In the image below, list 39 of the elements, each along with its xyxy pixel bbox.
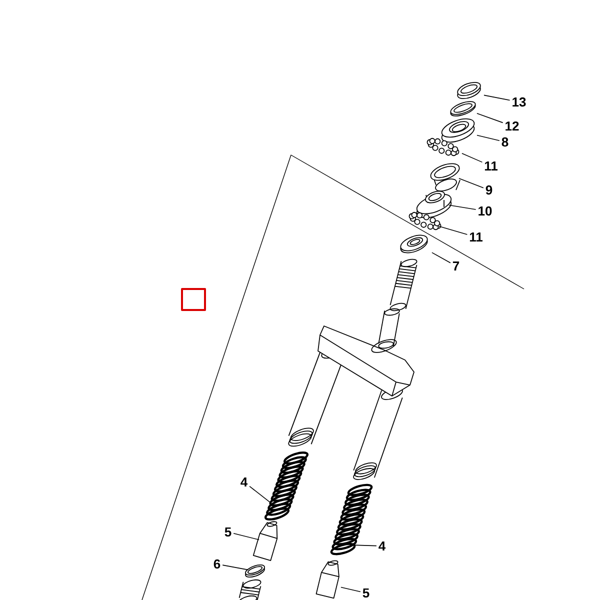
callout-number: 8 (502, 137, 508, 147)
cone-drawing (316, 560, 340, 599)
leader-line (222, 564, 248, 570)
bearing-drawing (400, 234, 428, 254)
callout-number: 5 (224, 527, 232, 537)
spring-drawing (330, 484, 373, 556)
callout-number: 11 (484, 162, 498, 170)
ring-drawing (457, 82, 481, 100)
callout-number: 5 (362, 588, 370, 598)
bearing-cup-drawing (416, 190, 452, 218)
callout-number: 4 (378, 542, 386, 550)
callout-number: 4 (240, 478, 248, 486)
callout-number: 7 (452, 262, 460, 270)
callout-number: 10 (478, 206, 492, 216)
leader-line (340, 586, 361, 592)
callout-number: 6 (214, 559, 220, 569)
callout-number: 9 (486, 185, 492, 195)
leader-line (352, 544, 377, 546)
leader-line (438, 226, 468, 235)
leader-line (432, 252, 451, 264)
leader-line (249, 486, 270, 503)
washer-drawing (450, 101, 476, 116)
callout-number: 13 (512, 97, 526, 107)
leader-line (462, 153, 483, 163)
bearing-cup-drawing (430, 163, 460, 192)
o-ring-drawing (245, 564, 265, 578)
ball-bearings-drawing (426, 138, 460, 156)
callout-number: 11 (470, 232, 483, 242)
ball-bearings-drawing (408, 212, 442, 230)
leader-line (484, 94, 510, 101)
leader-line (476, 112, 504, 124)
callout-number: 12 (506, 121, 519, 131)
leader-line (476, 134, 500, 142)
leader-line (458, 178, 484, 188)
spring-drawing (264, 452, 309, 520)
leader-line (448, 204, 476, 210)
leader-line (233, 533, 260, 540)
cone-drawing (252, 521, 278, 561)
bearing-race-drawing (441, 118, 475, 143)
